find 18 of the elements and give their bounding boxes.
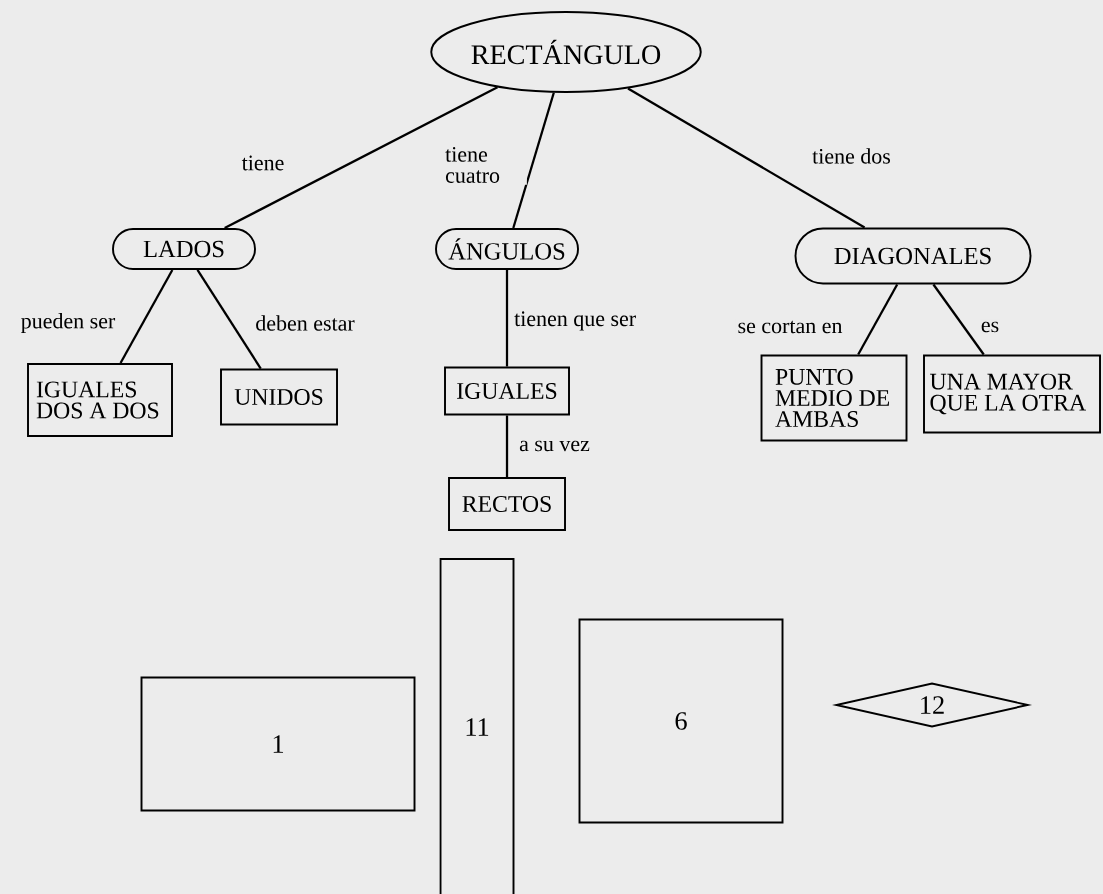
concept-box: IGUALES <box>444 366 570 416</box>
edge-label: pueden ser <box>19 311 118 335</box>
concept-box: RECTOS <box>448 477 566 531</box>
connector-line <box>196 269 262 370</box>
connector-line <box>627 87 866 229</box>
connector-line <box>932 283 985 356</box>
connector-line <box>224 86 498 230</box>
concept-box: IGUALES DOS A DOS <box>27 363 173 437</box>
edge-label: tiene cuatro <box>443 145 527 185</box>
concept-box: UNA MAYOR QUE LA OTRA <box>923 354 1101 434</box>
connector-line <box>505 415 509 477</box>
connector-line <box>505 269 509 367</box>
connector-line <box>512 92 555 229</box>
connector-line <box>119 269 174 364</box>
concept-box: UNIDOS <box>220 368 338 426</box>
connector-line <box>857 283 899 356</box>
concept-box: PUNTO MEDIO DE AMBAS <box>760 354 908 442</box>
edge-label: tienen que ser <box>512 309 638 333</box>
